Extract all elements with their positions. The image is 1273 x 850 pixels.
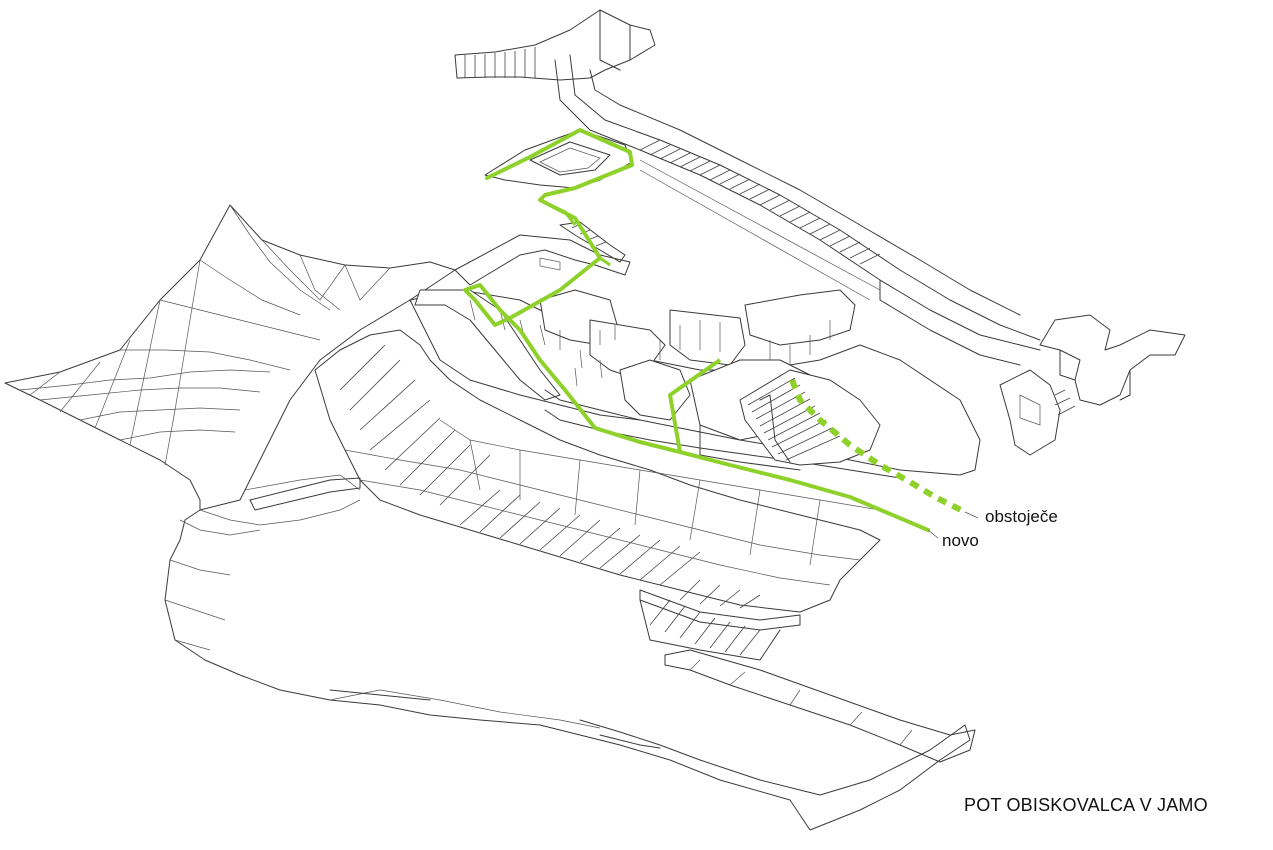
legend-leaders (927, 511, 979, 539)
legend-new-label: novo (942, 531, 979, 550)
lower-ground-slab (329, 649, 976, 763)
visitor-route-new (463, 128, 930, 532)
diagram-title: POT OBISKOVALCA V JAMO (964, 795, 1208, 815)
road-retaining-wall (554, 54, 1041, 366)
terraced-slope (249, 329, 881, 661)
top-stair-block (454, 9, 656, 81)
upper-pavilion (484, 129, 633, 263)
legend-existing-label: obstoječe (985, 507, 1058, 526)
terrain-mesh-left (4, 204, 971, 831)
cave-entrance-element (999, 314, 1186, 456)
visitor-route-existing (789, 378, 967, 515)
plateau-buildings (409, 234, 981, 479)
